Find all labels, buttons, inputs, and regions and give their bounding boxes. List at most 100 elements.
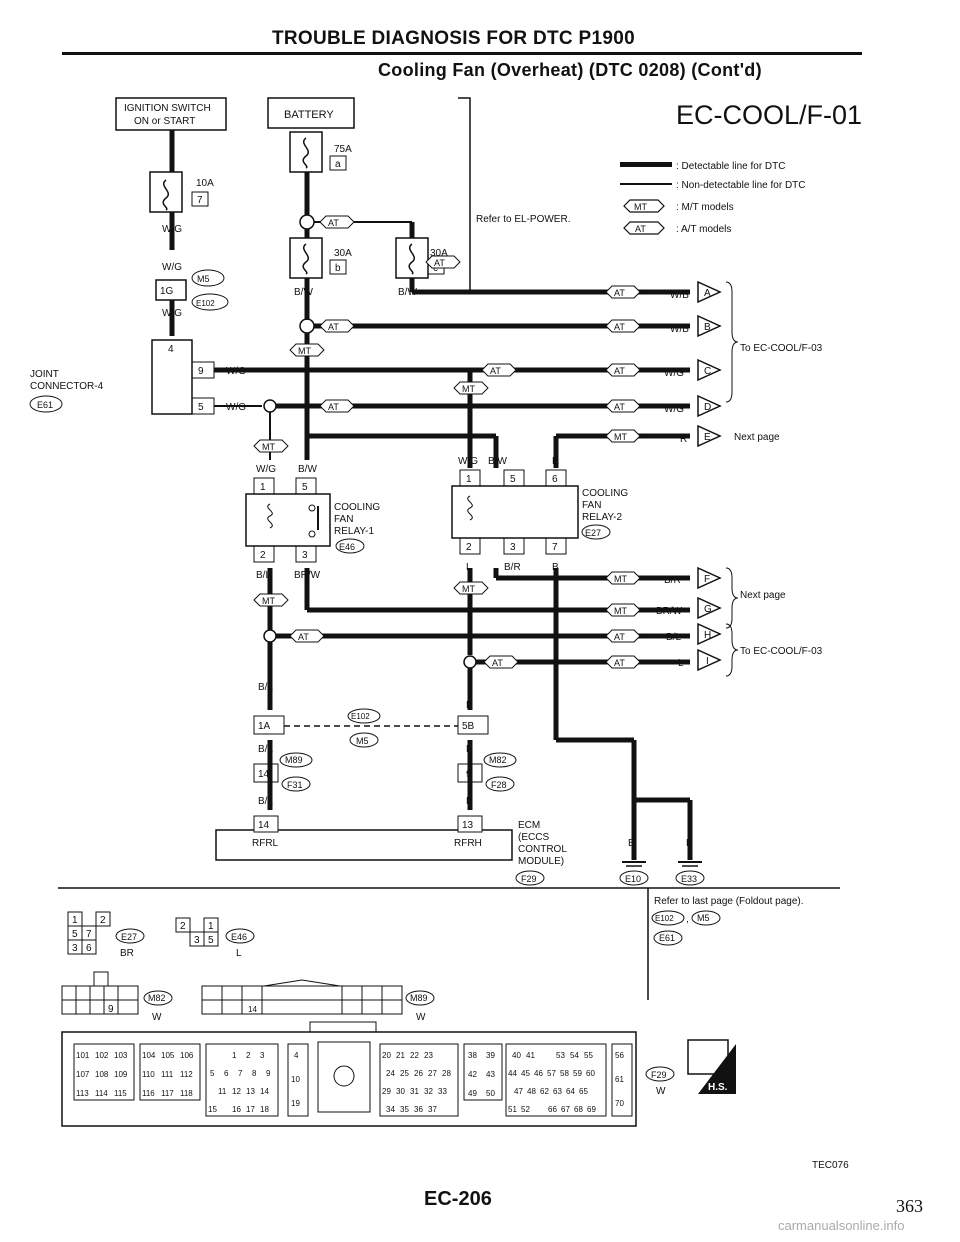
svg-text:1G: 1G [160, 286, 174, 297]
svg-text:22: 22 [410, 1051, 419, 1060]
svg-text:105: 105 [161, 1051, 175, 1060]
svg-text:W: W [416, 1012, 426, 1023]
connector-view-m82: 9 M82 W [61, 971, 173, 1023]
foldout-note: Refer to last page (Foldout page). E102 … [651, 896, 804, 946]
legend-mt-tag: MT [634, 202, 647, 212]
svg-text:75A: 75A [334, 144, 352, 155]
svg-text:3: 3 [302, 550, 308, 561]
svg-text:B/W: B/W [298, 464, 317, 475]
svg-text:RELAY-2: RELAY-2 [582, 512, 622, 523]
svg-text:MT: MT [462, 384, 475, 394]
svg-text:7: 7 [86, 929, 92, 940]
svg-text:101: 101 [76, 1051, 90, 1060]
svg-text:59: 59 [573, 1069, 582, 1078]
svg-text:RELAY-1: RELAY-1 [334, 526, 374, 537]
svg-text:a: a [335, 159, 341, 170]
svg-text:B/L: B/L [256, 570, 271, 581]
svg-text:14: 14 [258, 769, 270, 780]
svg-text:F: F [704, 574, 710, 585]
svg-text:H.S.: H.S. [708, 1082, 728, 1093]
svg-text:117: 117 [161, 1089, 174, 1098]
svg-text:AT: AT [434, 258, 445, 268]
svg-text:MT: MT [614, 432, 627, 442]
cooling-fan-relay-2: W/G B/W R 1 5 6 COOLING FAN RELAY-2 E27 … [451, 456, 628, 573]
svg-text:E27: E27 [585, 528, 601, 538]
joint-connector: JOINT CONNECTOR-4 E61 4 9 5 W/G W/G [29, 339, 246, 415]
svg-text:61: 61 [615, 1075, 624, 1084]
svg-text:14: 14 [258, 820, 270, 831]
svg-text:Next page: Next page [734, 432, 780, 443]
svg-text:40: 40 [512, 1051, 521, 1060]
at-tag-shape [623, 221, 665, 235]
svg-text:49: 49 [468, 1089, 477, 1098]
svg-text:30A: 30A [430, 248, 448, 259]
svg-text:5: 5 [210, 1069, 215, 1078]
svg-text:BATTERY: BATTERY [284, 109, 334, 121]
watermark: carmanualsonline.info [778, 1218, 905, 1233]
svg-text:30A: 30A [334, 248, 352, 259]
lower-connectors: B/L 1A E102 M5 5B L B/L 14 M89 F31 B/L L… [253, 682, 517, 807]
svg-text:A: A [704, 288, 711, 299]
svg-text:B/L: B/L [258, 744, 273, 755]
svg-text:118: 118 [180, 1089, 193, 1098]
page-code: EC-206 [424, 1188, 492, 1210]
svg-text:B/R: B/R [504, 562, 521, 573]
svg-text:17: 17 [246, 1105, 255, 1114]
svg-text:AT: AT [614, 658, 625, 668]
svg-text:5: 5 [198, 402, 204, 413]
svg-text:Refer to EL-POWER.: Refer to EL-POWER. [476, 214, 570, 225]
svg-text:111: 111 [161, 1070, 174, 1079]
svg-text:2: 2 [260, 550, 266, 561]
svg-text:3: 3 [510, 542, 516, 553]
svg-text:30: 30 [396, 1087, 405, 1096]
connector-view-e27: 1 2 5 7 3 6 E27 BR [67, 911, 145, 959]
svg-text:BR: BR [120, 948, 134, 959]
ecm: 14 13 RFRL RFRH ECM (ECCS CONTROL MODULE… [215, 815, 567, 886]
svg-text:37: 37 [428, 1105, 437, 1114]
svg-text:5: 5 [302, 482, 308, 493]
svg-text:(ECCS: (ECCS [518, 832, 549, 843]
svg-text:60: 60 [586, 1069, 595, 1078]
svg-text:26: 26 [414, 1069, 423, 1078]
svg-text:FAN: FAN [582, 500, 601, 511]
svg-text:62: 62 [540, 1087, 549, 1096]
svg-text:B/W: B/W [398, 287, 417, 298]
svg-text:B/L: B/L [666, 632, 681, 643]
header-rule [62, 52, 862, 55]
svg-text:AT: AT [328, 218, 339, 228]
svg-text:1: 1 [466, 474, 472, 485]
svg-text:16: 16 [232, 1105, 241, 1114]
svg-text:54: 54 [570, 1051, 579, 1060]
svg-text:25: 25 [400, 1069, 409, 1078]
svg-text:AT: AT [328, 402, 339, 412]
svg-text:W: W [656, 1086, 666, 1097]
cooling-fan-relay-1: W/G B/W 1 5 2 3 COOLING FAN RELAY-1 E46 … [245, 464, 380, 581]
svg-text:64: 64 [566, 1087, 575, 1096]
svg-text:5B: 5B [462, 721, 475, 732]
svg-text:68: 68 [574, 1105, 583, 1114]
svg-text:9: 9 [266, 1069, 271, 1078]
svg-text:19: 19 [291, 1099, 300, 1108]
svg-text:MODULE): MODULE) [518, 856, 564, 867]
page-number: 363 [896, 1196, 923, 1216]
svg-text:MT: MT [298, 346, 311, 356]
svg-text:BR/W: BR/W [656, 606, 683, 617]
off-page-connectors: W/B A W/B B W/G C W/G D R E Next page To… [656, 280, 823, 677]
hs-icon: H.S. [687, 1039, 736, 1094]
svg-text:L: L [466, 562, 472, 573]
svg-text:106: 106 [180, 1051, 194, 1060]
svg-text:W/G: W/G [162, 224, 182, 235]
connector-view-e46: 2 1 3 5 E46 L [175, 917, 255, 959]
svg-text:65: 65 [579, 1087, 588, 1096]
svg-text:109: 109 [114, 1070, 128, 1079]
svg-text:13: 13 [246, 1087, 255, 1096]
legend: : Detectable line for DTC : Non-detectab… [620, 161, 806, 235]
svg-text:1: 1 [208, 921, 214, 932]
svg-text:32: 32 [424, 1087, 433, 1096]
svg-text:70: 70 [615, 1099, 624, 1108]
svg-text:CONNECTOR-4: CONNECTOR-4 [30, 381, 104, 392]
svg-text:9: 9 [108, 1004, 114, 1015]
svg-text:1: 1 [232, 1051, 237, 1060]
svg-text:103: 103 [114, 1051, 128, 1060]
